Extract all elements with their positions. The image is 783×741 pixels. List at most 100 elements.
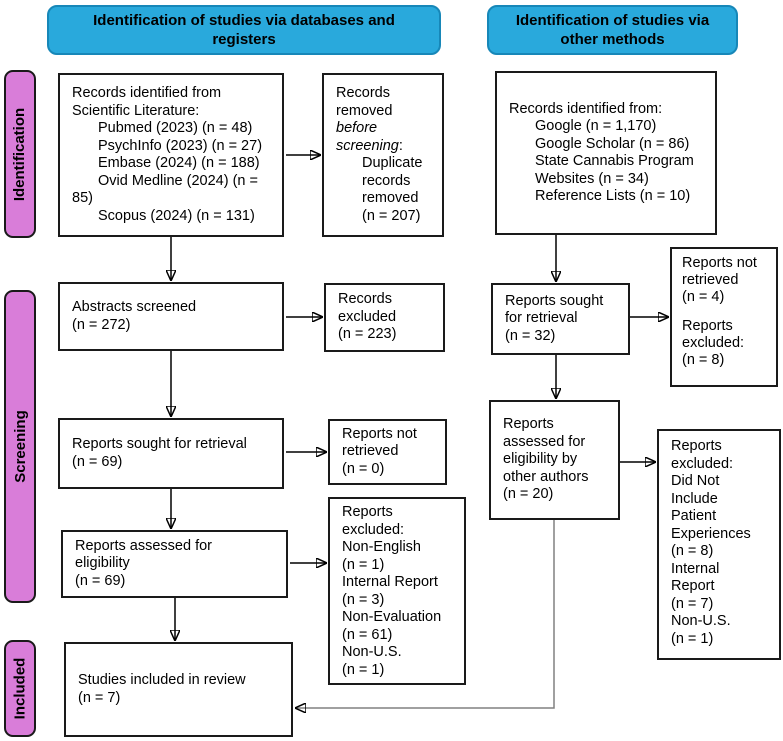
box-line: Records identified from: — [509, 100, 663, 117]
box-line: retrieved — [342, 443, 399, 460]
box-line: before — [336, 120, 378, 136]
header-line: registers — [212, 31, 276, 48]
box-line: (n = 7) — [78, 689, 121, 706]
blank-line — [682, 306, 766, 318]
box-line: Pubmed (2023) (n = 48) — [98, 120, 253, 136]
box-line: (n = 69) — [75, 572, 126, 589]
box-reports-not-retrieved: Reports not retrieved (n = 0) — [328, 419, 447, 485]
box-line: excluded: — [342, 521, 405, 538]
box-line: Google Scholar (n = 86) — [535, 135, 690, 152]
box-records-identified-databases: Records identified from Scientific Liter… — [58, 73, 284, 237]
box-line: Internal — [671, 560, 720, 577]
box-line: removed — [362, 190, 419, 206]
box-line: Reports — [682, 318, 733, 334]
header-line: Identification of studies via databases … — [93, 12, 395, 29]
box-line: (n = 223) — [338, 326, 397, 343]
box-line: 85) — [72, 190, 93, 206]
box-line: (n = 207) — [362, 207, 421, 224]
box-line: Records — [336, 85, 390, 101]
box-line: removed — [336, 102, 393, 119]
box-line: (n = 3) — [342, 591, 385, 608]
box-line: other authors — [503, 468, 589, 485]
box-line: Reports not — [682, 255, 757, 271]
box-line: Reports not — [342, 425, 417, 442]
header-other-methods: Identification of studies via other meth… — [487, 5, 738, 55]
box-line: Scientific Literature: — [72, 102, 200, 119]
box-line: (n = 32) — [505, 327, 556, 344]
box-line: (n = 8) — [671, 543, 714, 559]
box-line: Google (n = 1,170) — [535, 118, 657, 134]
header-line: Identification of studies via — [515, 12, 710, 29]
box-line: Websites (n = 34) — [535, 170, 649, 187]
box-line: Reference Lists (n = 10) — [535, 188, 691, 204]
box-records-identified-other: Records identified from: Google (n = 1,1… — [495, 71, 717, 235]
box-line: Scopus (2024) (n = 131) — [98, 207, 255, 224]
box-line: (n = 272) — [72, 316, 131, 333]
box-line: Reports — [342, 504, 393, 520]
box-line: Duplicate — [362, 155, 423, 171]
box-line: Non-Evaluation — [342, 609, 442, 625]
box-line: Abstracts screened — [72, 299, 197, 315]
box-line: Internal Report — [342, 574, 438, 590]
box-line: (n = 0) — [342, 460, 385, 477]
box-line: Reports sought for retrieval — [72, 436, 247, 452]
header-line: other methods — [560, 31, 665, 48]
box-line: (n = 20) — [503, 486, 554, 503]
box-line: State Cannabis Program — [535, 153, 694, 169]
box-line: Embase (2024) (n = 188) — [98, 155, 260, 171]
box-line: Ovid Medline (2024) (n = — [98, 172, 258, 189]
box-line: (n = 4) — [682, 289, 725, 305]
box-line: Records — [338, 291, 392, 308]
box-line: Include — [671, 490, 718, 507]
box-line: (n = 7) — [671, 595, 714, 612]
box-line: (n = 8) — [682, 352, 725, 368]
box-line: retrieved — [682, 272, 739, 288]
stage-included: Included — [4, 640, 36, 737]
stage-label: Included — [11, 657, 29, 720]
box-reports-assessed-eligibility: Reports assessed for eligibility (n = 69… — [61, 530, 288, 598]
stage-identification: Identification — [4, 70, 36, 238]
box-reports-not-retrieved-other: Reports not retrieved (n = 4) Reports ex… — [670, 247, 778, 387]
box-line: Did Not — [671, 473, 720, 489]
box-line: excluded — [338, 308, 397, 325]
stage-screening: Screening — [4, 290, 36, 603]
box-line: excluded: — [682, 335, 745, 351]
box-line: (n = 1) — [342, 661, 385, 678]
box-line: assessed for — [503, 433, 586, 450]
box-line: eligibility — [75, 555, 130, 572]
box-records-removed-before-screening: Records removed before screening: Duplic… — [322, 73, 444, 237]
box-line: Studies included in review — [78, 672, 246, 688]
box-line: eligibility by — [503, 451, 578, 468]
box-records-excluded: Records excluded (n = 223) — [324, 283, 445, 352]
box-reports-excluded-reasons: Reports excluded: Non-English (n = 1) In… — [328, 497, 466, 685]
box-line: screening: — [336, 137, 403, 154]
box-line: excluded: — [671, 455, 734, 472]
box-line: Reports — [671, 438, 722, 454]
box-line: Report — [671, 578, 715, 594]
box-line: Experiences — [671, 525, 751, 542]
box-line: Records identified from — [72, 85, 222, 101]
box-reports-excluded-other: Reports excluded: Did Not Include Patien… — [657, 429, 781, 660]
box-line: (n = 69) — [72, 453, 123, 470]
box-line: Patient — [671, 508, 717, 524]
box-reports-sought-retrieval: Reports sought for retrieval (n = 69) — [58, 418, 284, 489]
stage-label: Screening — [11, 410, 29, 483]
box-abstracts-screened: Abstracts screened (n = 272) — [58, 282, 284, 351]
box-line: for retrieval — [505, 310, 578, 327]
box-line: Reports sought — [505, 292, 604, 309]
box-reports-assessed-other: Reports assessed for eligibility by othe… — [489, 400, 620, 520]
box-line: Non-U.S. — [342, 644, 402, 660]
box-studies-included-review: Studies included in review (n = 7) — [64, 642, 293, 737]
box-line: (n = 1) — [342, 556, 385, 573]
stage-label: Identification — [11, 107, 29, 201]
box-line: records — [362, 172, 411, 189]
box-line: (n = 61) — [342, 626, 393, 643]
box-line: Non-U.S. — [671, 613, 731, 629]
box-line: Non-English — [342, 539, 421, 555]
box-line: Reports assessed for — [75, 537, 213, 554]
box-line: (n = 1) — [671, 630, 714, 647]
box-reports-sought-other: Reports sought for retrieval (n = 32) — [491, 283, 630, 355]
box-line: Reports — [503, 416, 554, 433]
header-databases-registers: Identification of studies via databases … — [47, 5, 441, 55]
